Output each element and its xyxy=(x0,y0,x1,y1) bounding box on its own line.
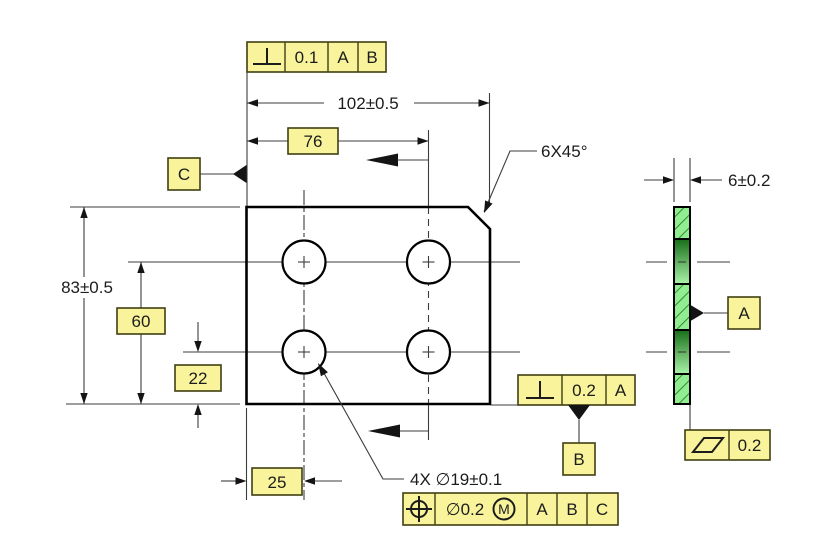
fcf-flatness: 0.2 xyxy=(684,429,771,461)
datum-c-label: C xyxy=(178,165,190,184)
dim-height-text: 83±0.5 xyxy=(61,278,113,297)
direction-arrow-bottom xyxy=(368,424,429,438)
dim-hole-span-y-60: 60 xyxy=(116,262,166,404)
datum-triangle-c xyxy=(233,165,247,183)
svg-text:M: M xyxy=(498,501,510,517)
dim-hole-offset-x-25: 25 xyxy=(221,467,342,496)
fcf-top-tolerance: 0.1 xyxy=(295,48,319,67)
dim-thickness-6: 6±0.2 xyxy=(644,158,770,202)
dim-hole-offset-y-22: 22 xyxy=(174,322,222,428)
section-segment-1 xyxy=(673,206,691,240)
fcf-position: ∅0.2 M A B C xyxy=(402,492,619,526)
fcf-top-datum-1: A xyxy=(337,48,349,67)
fcf-position-tolerance: ∅0.2 xyxy=(446,500,484,519)
fcf-position-datum-3: C xyxy=(596,500,608,519)
dim-hole-offset-y-text: 22 xyxy=(189,369,208,388)
hole-centermarks xyxy=(298,256,435,358)
fcf-right-tolerance: 0.2 xyxy=(572,381,596,400)
fcf-position-datum-2: B xyxy=(566,500,577,519)
datum-triangle-a xyxy=(690,305,704,321)
hole-callout: 4X ∅19±0.1 xyxy=(318,363,502,489)
hole-callout-text: 4X ∅19±0.1 xyxy=(410,470,502,489)
fcf-flatness-tolerance: 0.2 xyxy=(738,436,762,455)
datum-b-label: B xyxy=(573,450,584,469)
fcf-top-datum-2: B xyxy=(366,48,377,67)
section-segment-2 xyxy=(673,283,691,331)
perpendicularity-icon xyxy=(526,381,554,399)
fcf-perpendicularity-top: 0.1 A B xyxy=(246,41,387,73)
dim-thickness-text: 6±0.2 xyxy=(728,171,770,190)
chamfer-note-text: 6X45° xyxy=(541,142,588,161)
fcf-right-datum-1: A xyxy=(615,381,627,400)
dim-height-83: 83±0.5 xyxy=(50,207,124,404)
position-icon xyxy=(406,496,432,522)
datum-c: C xyxy=(167,157,247,191)
extension-lines xyxy=(66,72,520,500)
dim-width-102: 102±0.5 xyxy=(247,92,490,113)
chamfer-callout: 6X45° xyxy=(483,142,588,213)
side-centerlines xyxy=(646,261,730,353)
dim-hole-span-y-text: 60 xyxy=(132,312,151,331)
plate-outline xyxy=(245,205,492,406)
section-segment-3 xyxy=(673,373,691,405)
dim-hole-span-x-text: 76 xyxy=(304,132,323,151)
perpendicularity-icon xyxy=(253,48,281,65)
front-view xyxy=(245,205,492,406)
flatness-icon xyxy=(690,437,726,453)
datum-triangle-b xyxy=(568,405,590,420)
datum-a-label: A xyxy=(738,304,750,323)
mmc-modifier-icon: M xyxy=(492,497,516,521)
dim-hole-offset-x-text: 25 xyxy=(268,473,287,492)
fcf-perpendicularity-right: 0.2 A B xyxy=(517,374,636,476)
side-view xyxy=(646,206,730,430)
dim-hole-span-x-76: 76 xyxy=(247,127,429,155)
fcf-position-datum-1: A xyxy=(536,500,548,519)
direction-arrow-top xyxy=(366,153,429,167)
dim-width-text: 102±0.5 xyxy=(337,94,398,113)
datum-a: A xyxy=(690,296,761,330)
